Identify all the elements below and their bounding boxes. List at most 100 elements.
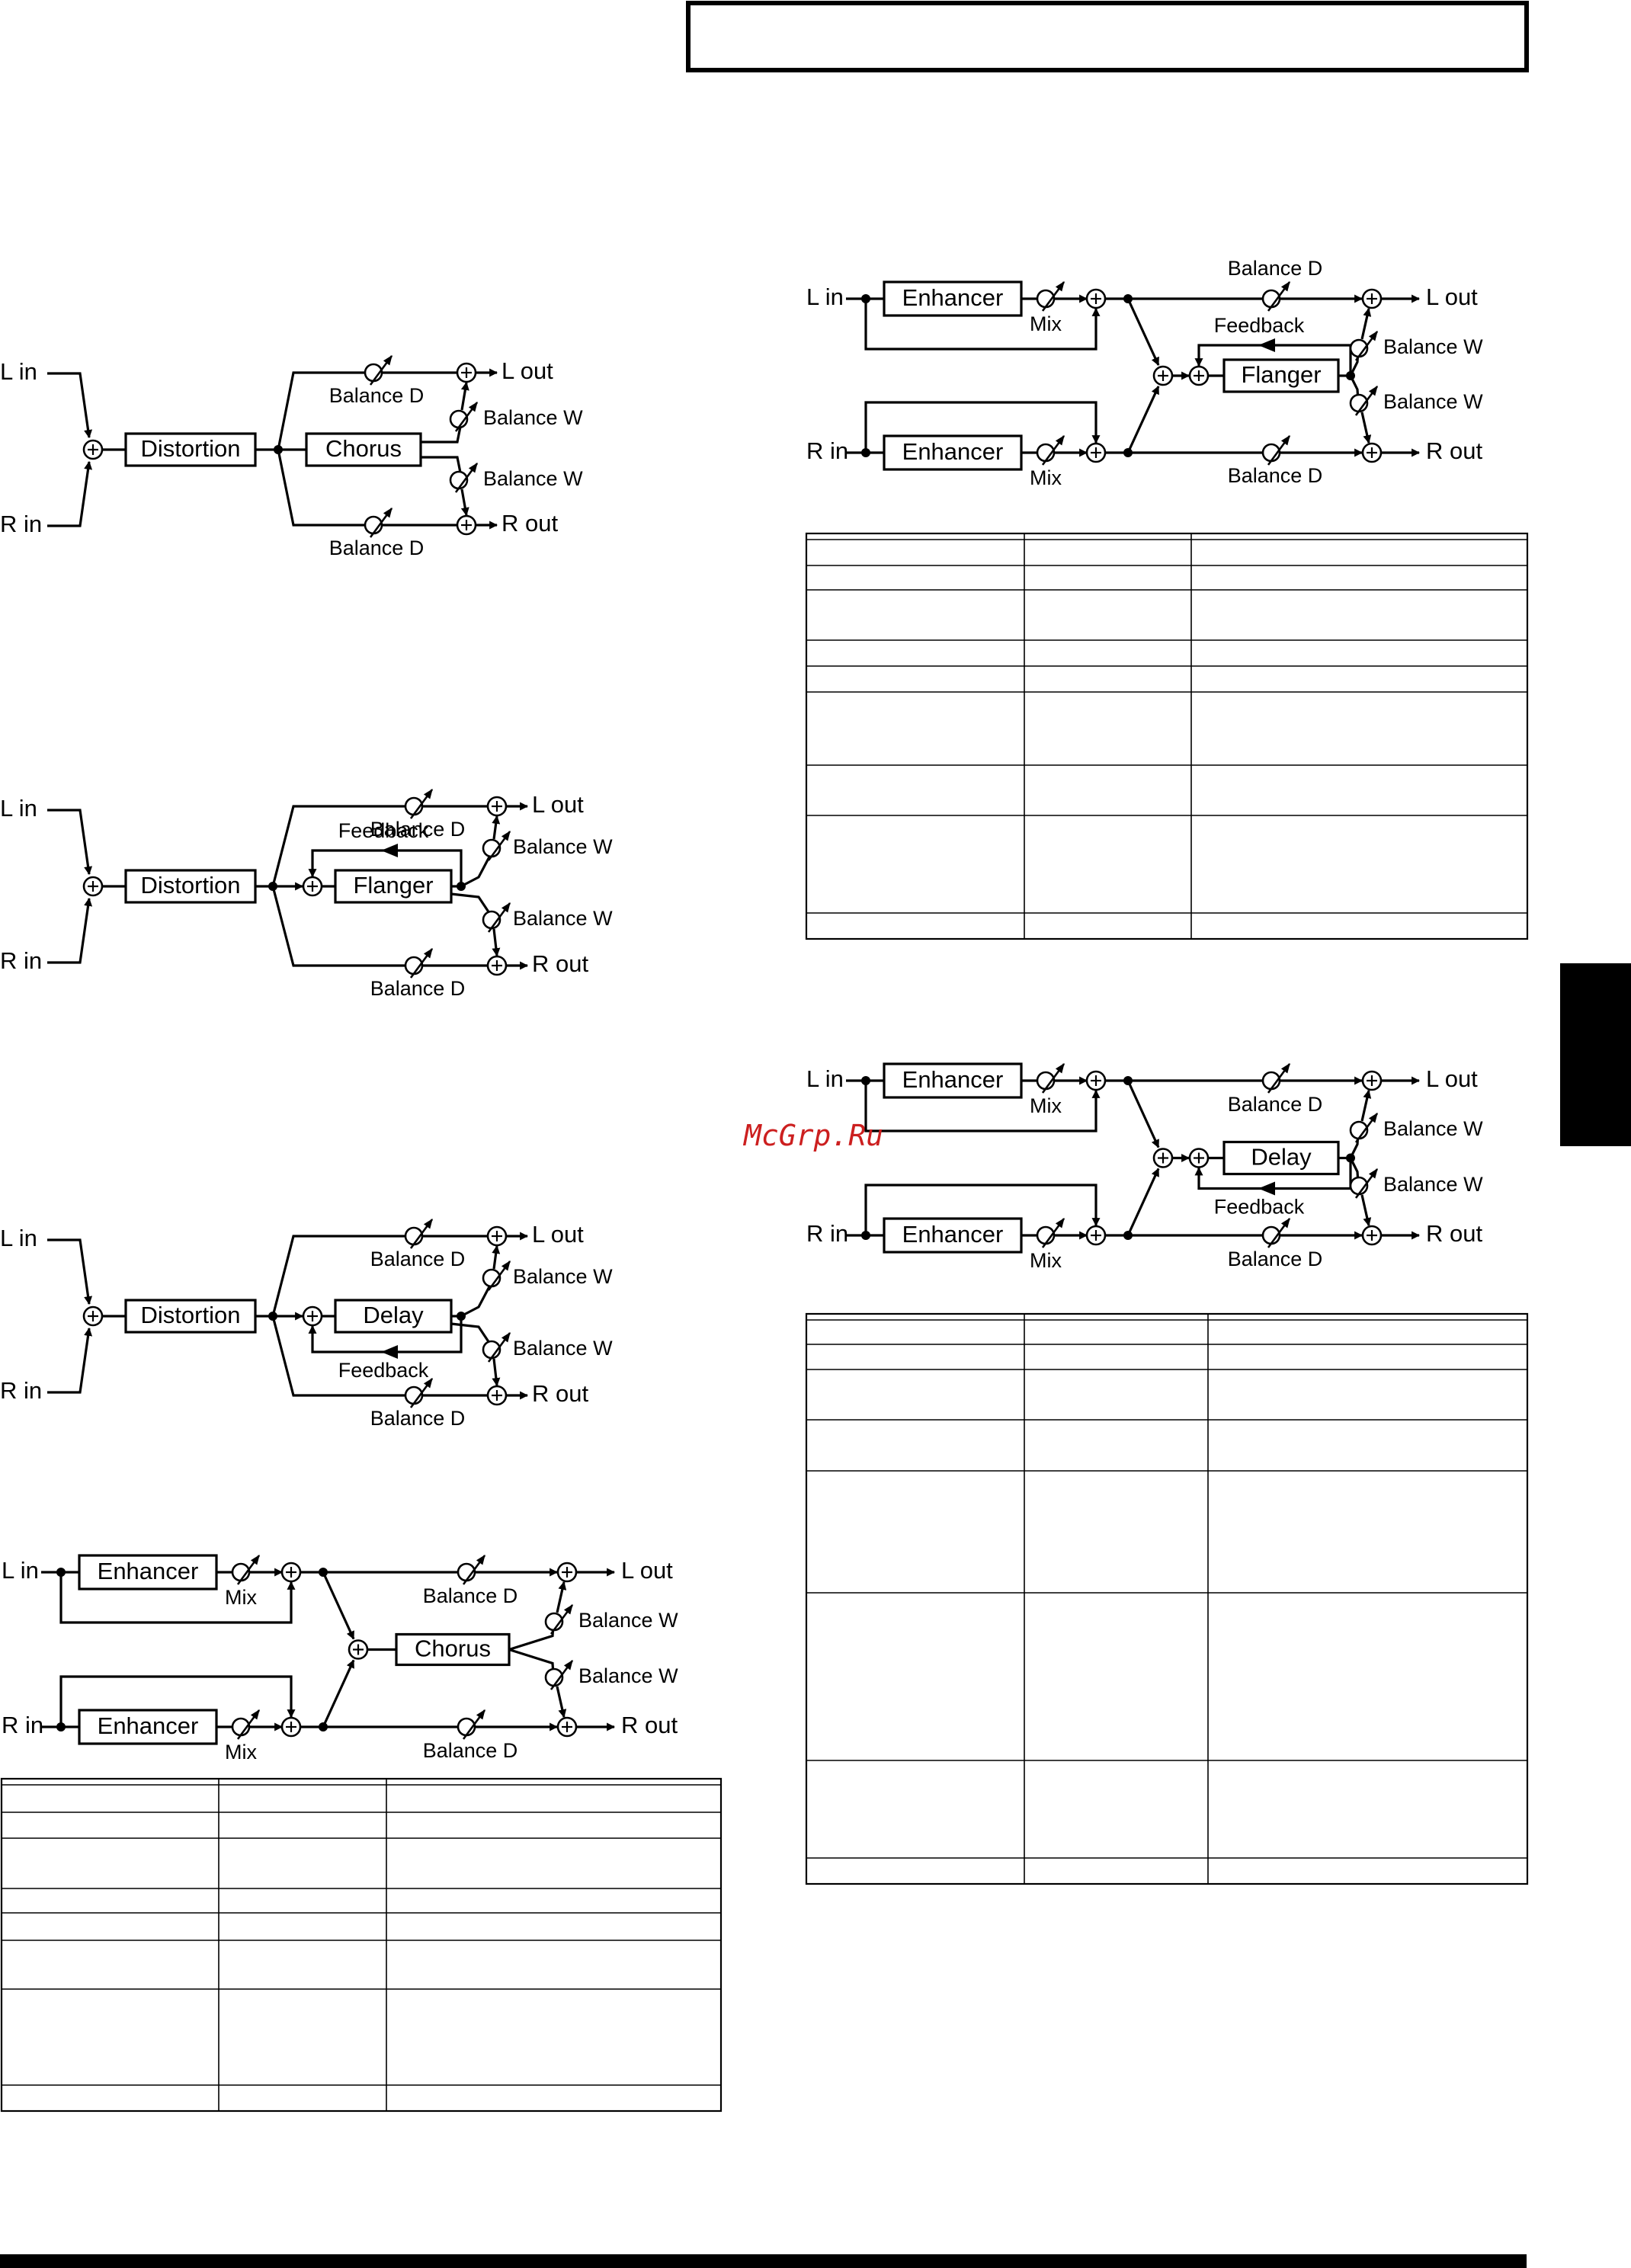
port-l-in: L in	[0, 795, 37, 822]
knob-label: Balance W	[1383, 390, 1483, 413]
feedback-label: Feedback	[338, 1359, 429, 1382]
level-knob-icon	[1261, 1062, 1291, 1094]
signal-line	[1360, 307, 1372, 340]
knob-label: Balance W	[1383, 335, 1483, 358]
knob-label: Mix	[225, 1586, 257, 1609]
distortion-block-label: Distortion	[141, 435, 241, 462]
mixer-sum-icon	[556, 1562, 578, 1583]
port-l-in: L in	[806, 1065, 844, 1092]
mixer-sum-icon	[456, 362, 477, 383]
knob-label: Balance W	[483, 406, 583, 429]
level-knob-icon	[1036, 1217, 1065, 1248]
port-l-in: L in	[2, 1557, 39, 1584]
mixer-sum-icon	[1188, 365, 1210, 386]
distortion-block	[124, 432, 257, 467]
chorus-block-label: Chorus	[325, 435, 402, 462]
signal-line	[460, 489, 469, 517]
chorus-block-label: Chorus	[415, 1635, 491, 1662]
enhancer-block-l-label: Enhancer	[98, 1558, 199, 1584]
distortion-block-label: Distortion	[141, 872, 241, 899]
flanger-block	[334, 869, 453, 904]
mixer-sum-icon	[1361, 442, 1383, 463]
knob-label: Balance D	[329, 537, 425, 559]
knob-label: Balance W	[1383, 1117, 1483, 1140]
level-knob-icon	[404, 1377, 434, 1408]
knob-label: Balance D	[370, 818, 466, 841]
port-r-out: R out	[1426, 437, 1482, 464]
mixer-sum-icon	[1152, 365, 1174, 386]
watermark: McGrp.Ru	[742, 1119, 883, 1152]
knob-label: Balance D	[1228, 257, 1323, 280]
mixer-sum-icon	[1085, 442, 1107, 463]
port-r-in: R in	[806, 437, 848, 464]
knob-label: Balance W	[578, 1664, 678, 1687]
port-l-out: L out	[1426, 1065, 1478, 1092]
enhancer-block-l-label: Enhancer	[902, 284, 1004, 311]
feedback-label: Feedback	[338, 819, 429, 842]
knob-label: Balance D	[423, 1739, 518, 1762]
enhancer-block-l	[78, 1554, 218, 1590]
mixer-sum-icon	[1085, 1225, 1107, 1246]
mixer-sum-icon	[486, 1385, 508, 1406]
mixer-sum-icon	[1361, 1070, 1383, 1091]
port-r-in: R in	[0, 947, 42, 974]
enhancer-block-r-label: Enhancer	[98, 1712, 199, 1739]
enhancer-block-l-label: Enhancer	[902, 1066, 1004, 1093]
signal-line	[864, 299, 1101, 351]
knob-label: Mix	[225, 1741, 257, 1763]
delay-block-label: Delay	[363, 1302, 424, 1328]
level-knob-icon	[231, 1709, 261, 1740]
signal-line	[460, 1277, 495, 1318]
level-knob-icon	[1036, 434, 1065, 466]
level-knob-icon	[1349, 385, 1379, 416]
delay-block	[334, 1299, 453, 1334]
signal-line	[1360, 1089, 1372, 1122]
port-r-in: R in	[0, 1377, 42, 1404]
level-knob-icon	[1261, 434, 1291, 466]
level-knob-icon	[1349, 330, 1379, 361]
level-knob-icon	[404, 1218, 434, 1249]
knob-label: Balance W	[513, 1265, 613, 1288]
signal-line	[864, 1081, 1101, 1132]
level-knob-icon	[449, 401, 479, 432]
mixer-sum-icon	[280, 1562, 302, 1583]
table-frame	[805, 532, 1529, 940]
level-knob-icon	[449, 462, 479, 493]
level-knob-icon	[1036, 280, 1065, 312]
mixer-sum-icon	[82, 439, 104, 460]
signal-line	[277, 449, 457, 527]
level-knob-icon	[1349, 1112, 1379, 1143]
signal-line	[864, 401, 1101, 453]
mixer-sum-icon	[302, 1305, 323, 1327]
level-knob-icon	[404, 788, 434, 819]
knob-label: Mix	[1030, 1094, 1062, 1117]
enhancer-block-l	[883, 280, 1023, 317]
level-knob-icon	[364, 507, 393, 538]
port-l-out: L out	[532, 1221, 584, 1248]
level-knob-icon	[1261, 1217, 1291, 1248]
signal-line	[59, 1572, 296, 1624]
signal-line	[47, 809, 93, 876]
distortion-block	[124, 1299, 257, 1334]
knob-label: Mix	[1030, 466, 1062, 489]
signal-line	[492, 815, 501, 840]
mixer-sum-icon	[348, 1639, 369, 1660]
signal-line	[322, 1571, 355, 1640]
knob-label: Balance D	[329, 384, 425, 407]
signal-line	[1360, 1194, 1372, 1227]
mixer-sum-icon	[1361, 288, 1383, 309]
distortion-block	[124, 869, 257, 904]
knob-label: Balance D	[1228, 464, 1323, 487]
knob-label: Balance W	[1383, 1173, 1483, 1196]
port-r-in: R in	[806, 1220, 848, 1247]
flanger-block-label: Flanger	[353, 872, 433, 899]
signal-line	[47, 1327, 93, 1394]
knob-label: Mix	[1030, 1249, 1062, 1272]
feedback-arrow-icon	[1258, 1181, 1275, 1196]
signal-line	[1126, 1080, 1160, 1148]
knob-label: Balance W	[578, 1609, 678, 1632]
port-r-out: R out	[621, 1712, 678, 1738]
